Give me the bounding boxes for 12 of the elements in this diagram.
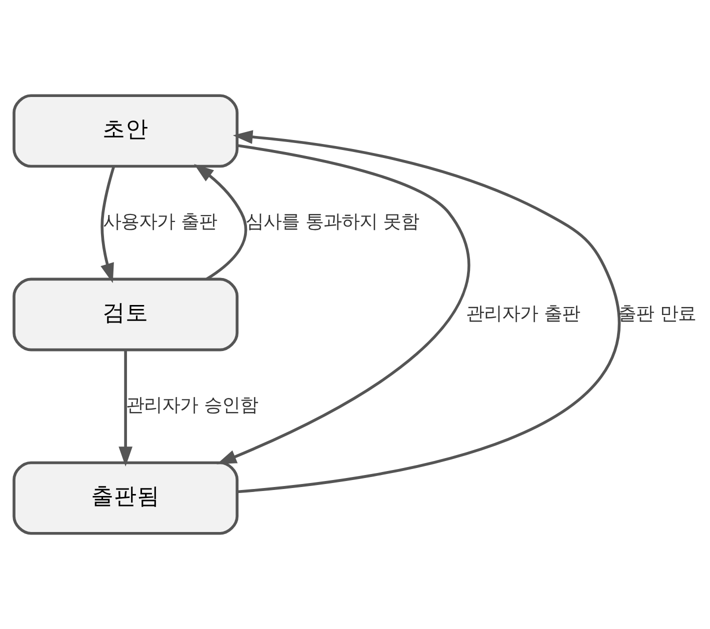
arrow <box>194 164 248 280</box>
edge-label: 사용자가 출판 <box>103 212 218 233</box>
arrow <box>216 144 470 464</box>
arrow <box>100 166 116 284</box>
node-box: 초안 <box>12 94 239 168</box>
node-box: 검토 <box>12 278 239 352</box>
arrow <box>118 350 132 466</box>
edge-label: 관리자가 승인함 <box>126 395 258 416</box>
arrow <box>232 130 620 494</box>
edge-label: 관리자가 출판 <box>466 303 580 324</box>
node-box: 출판됨 <box>12 461 239 535</box>
edge-label: 심사를 통과하지 못함 <box>246 212 420 233</box>
